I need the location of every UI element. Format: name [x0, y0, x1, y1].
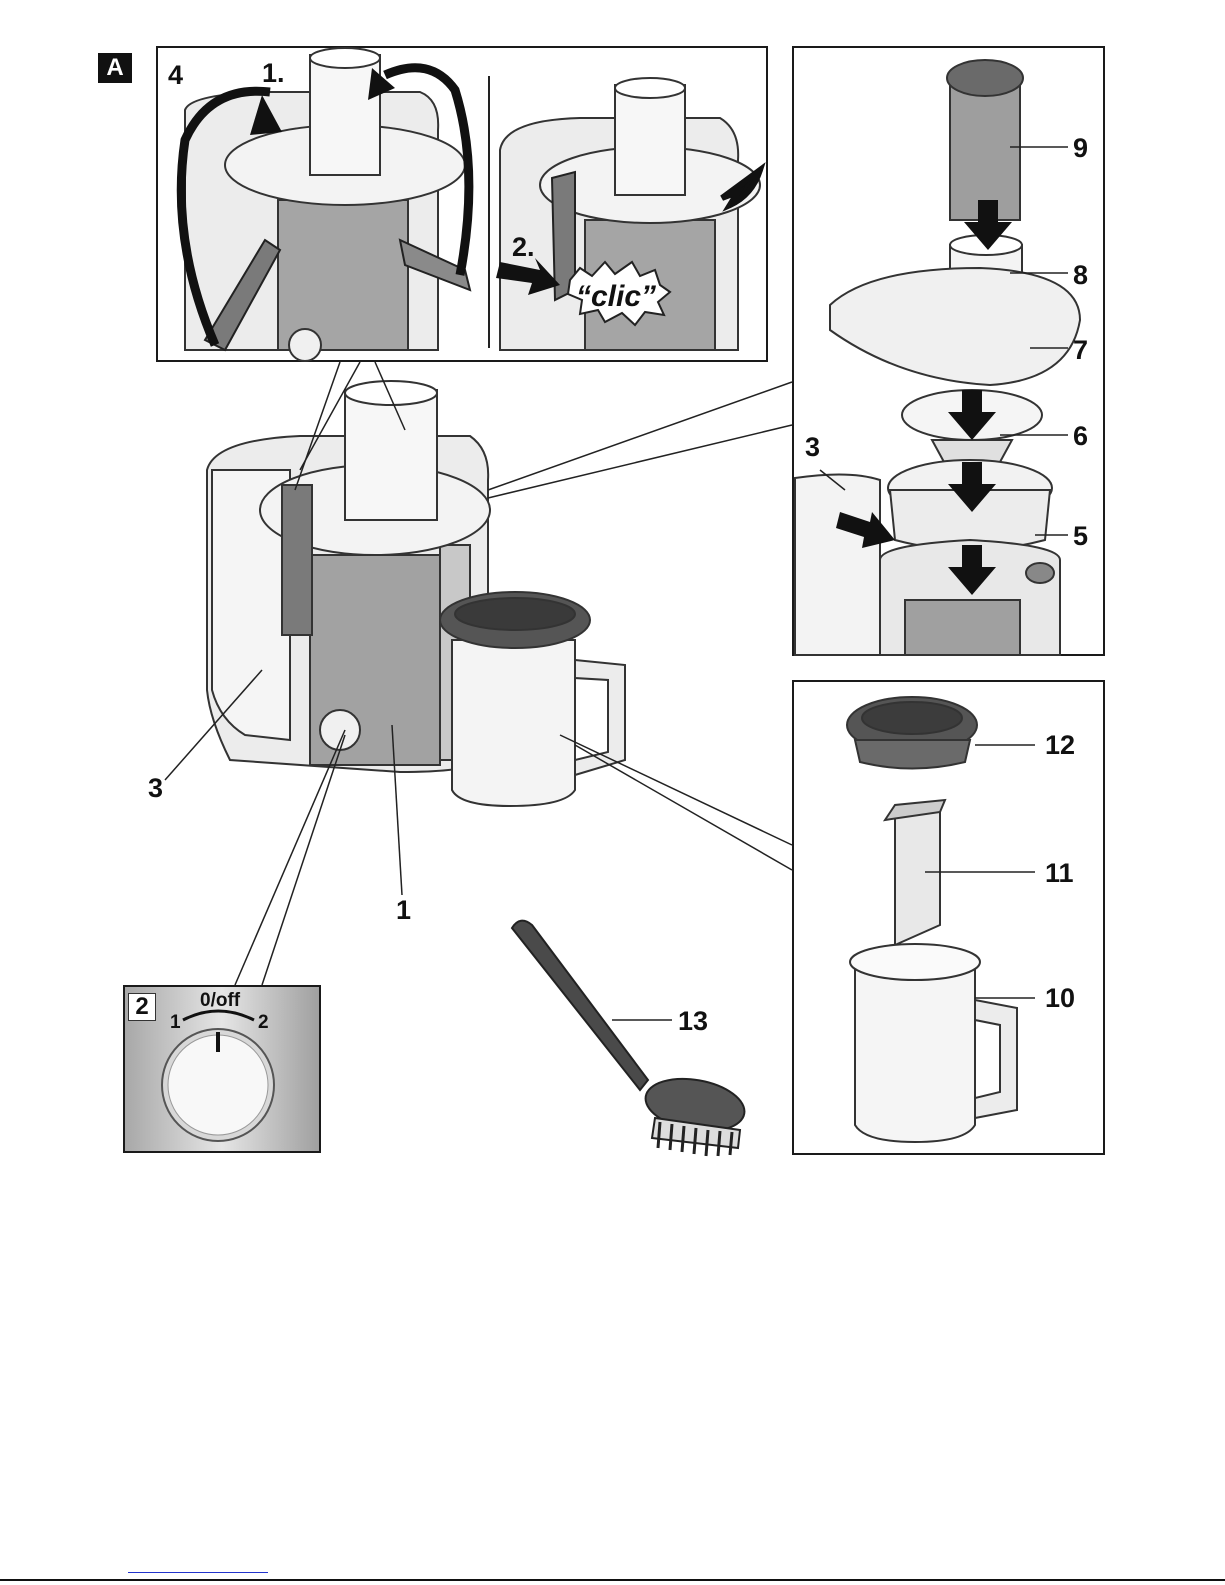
- callout-11: 11: [1045, 860, 1074, 887]
- callout-6: 6: [1073, 423, 1088, 450]
- callout-10: 10: [1045, 985, 1075, 1012]
- footer-link-underline: [128, 1572, 268, 1573]
- step-label-4: 4: [168, 62, 183, 89]
- dial-label-off: 0/off: [200, 990, 240, 1012]
- callout-12: 12: [1045, 732, 1075, 759]
- callout-8: 8: [1073, 262, 1088, 289]
- callout-3-main: 3: [148, 775, 163, 802]
- dial-label-2: 2: [258, 1012, 269, 1034]
- dial-label-1: 1: [170, 1012, 181, 1034]
- dial-arc: [183, 1011, 254, 1020]
- callout-1: 1: [396, 897, 411, 924]
- click-sound-label: “clic”: [576, 280, 656, 314]
- step-label-1: 1.: [262, 60, 285, 87]
- dial-section-badge: 2: [128, 993, 156, 1021]
- callout-5: 5: [1073, 523, 1088, 550]
- callout-7: 7: [1073, 337, 1088, 364]
- callout-3-exploded: 3: [805, 434, 820, 461]
- footer-rule: [0, 1579, 1225, 1581]
- callout-13: 13: [678, 1008, 708, 1035]
- callout-9: 9: [1073, 135, 1088, 162]
- step-label-2: 2.: [512, 234, 535, 261]
